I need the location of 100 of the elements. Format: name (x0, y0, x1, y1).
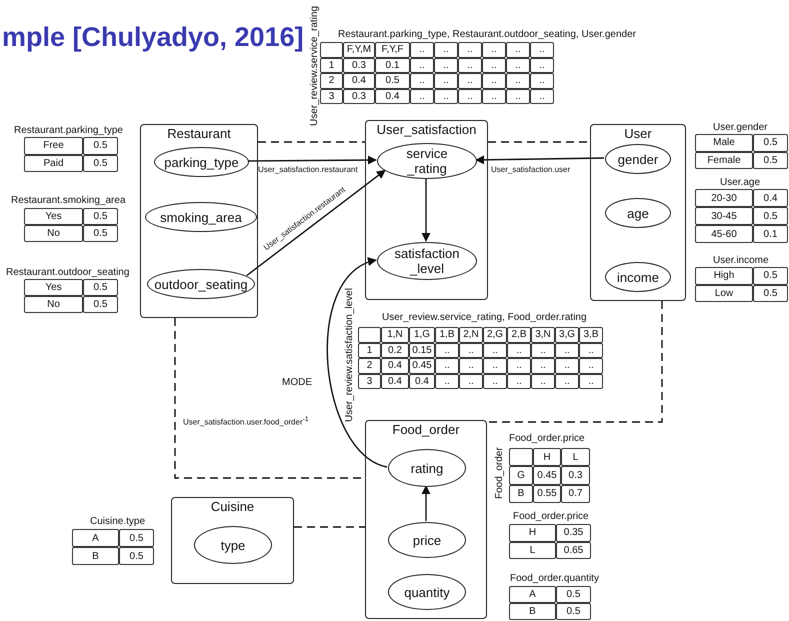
table-cell: 0.5 (83, 296, 118, 313)
attribute-ellipse: rating (388, 449, 466, 487)
table-side-label: Food_order (494, 446, 505, 501)
table-cell: .. (458, 73, 482, 88)
table-cell: 0.5 (83, 208, 118, 225)
relationship-line (487, 301, 663, 423)
arrow (248, 156, 377, 165)
table-cell: .. (410, 88, 434, 104)
table-cell: .. (459, 358, 483, 374)
table-cell: .. (530, 88, 554, 104)
table-cell: 0.4 (381, 374, 409, 389)
table-cell: 0.5 (83, 279, 118, 296)
table-cell: .. (410, 42, 434, 58)
table-heading: Food_order.quantity (510, 573, 599, 584)
table-cell: 0.5 (375, 73, 410, 88)
table-cell: 0.5 (753, 152, 788, 169)
table-cell: .. (530, 42, 554, 58)
table-cell: Low (695, 284, 753, 302)
table-cell: .. (555, 358, 579, 374)
table-cell: 0.5 (556, 603, 591, 620)
table-cell: 1,B (435, 327, 459, 342)
table-cell: H (533, 448, 561, 466)
table-cell: .. (531, 374, 555, 389)
table-cell: 3,N (531, 327, 555, 342)
table-cell: 20-30 (695, 189, 753, 207)
table-cell: .. (482, 42, 506, 58)
table-cell: B (72, 547, 119, 565)
table-cell: .. (506, 73, 530, 88)
table-cell: .. (506, 42, 530, 58)
table-cell: .. (555, 374, 579, 389)
table-heading: User.income (713, 255, 769, 266)
table-cell: L (561, 448, 590, 466)
table-cell: F,Y,F (375, 42, 410, 58)
table-cell: .. (530, 58, 554, 73)
table-cell: B (509, 603, 556, 620)
table-cell: Paid (24, 154, 83, 172)
table-cell: 0.5 (119, 529, 154, 547)
table-cell: 2,B (507, 327, 531, 342)
table-cell: .. (434, 73, 458, 88)
table-cell: 1 (320, 58, 343, 73)
table-cell: No (24, 225, 83, 242)
table-side-label: User_review.service_rating (309, 4, 320, 128)
table-cell: .. (410, 58, 434, 73)
table-cell: Yes (24, 208, 83, 225)
attribute-ellipse: parking_type (154, 147, 249, 177)
table-cell: .. (555, 342, 579, 358)
relationship-line (258, 141, 365, 143)
table-cell: F,Y,M (343, 42, 375, 58)
table-heading: Restaurant.outdoor_seating (6, 267, 130, 278)
table-cell: 0.5 (753, 207, 788, 225)
table-cell: .. (530, 73, 554, 88)
class-box (140, 124, 258, 318)
edge-label: User_satisfaction.user (491, 165, 570, 174)
table-cell: .. (507, 358, 531, 374)
table-cell: 3,B (579, 327, 603, 342)
table-cell: 0.65 (556, 542, 591, 559)
table-heading: Food_order.price (509, 433, 585, 444)
table-cell: Free (24, 137, 83, 154)
class-box (365, 120, 488, 300)
box-title: Cuisine (210, 499, 256, 514)
table-cell: 2 (320, 73, 343, 88)
table-cell: 0.2 (381, 342, 409, 358)
table-cell: Yes (24, 279, 83, 296)
arrow (422, 178, 430, 242)
class-box (171, 497, 294, 584)
box-title: Food_order (391, 422, 461, 437)
table-heading: Restaurant.smoking_area (11, 195, 126, 206)
table-heading: Cuisine.type (90, 516, 146, 527)
table-cell: .. (434, 88, 458, 104)
table-cell: 0.5 (753, 134, 788, 152)
table-heading: Food_order.price (513, 511, 589, 522)
arrow (246, 170, 386, 276)
table-cell: .. (483, 342, 507, 358)
table-cell: .. (435, 342, 459, 358)
attribute-ellipse: price (388, 522, 466, 558)
table-cell: .. (483, 374, 507, 389)
table-cell: 0.5 (83, 137, 118, 154)
table-cell: 0.3 (343, 58, 375, 73)
table-cell: 0.15 (409, 342, 435, 358)
table-cell: .. (459, 374, 483, 389)
class-box (365, 420, 487, 619)
table-cell: .. (434, 58, 458, 73)
table-cell: 0.1 (375, 58, 410, 73)
attribute-ellipse: quantity (388, 574, 466, 610)
table-side-label: User_review.satisfaction_level (344, 290, 355, 422)
table-heading: User.gender (713, 122, 768, 133)
table-heading: User_review.service_rating, Food_order.rating (382, 312, 587, 323)
table-heading: User.age (720, 177, 760, 188)
table-cell: .. (506, 58, 530, 73)
table-cell: 0.4 (375, 88, 410, 104)
table-cell: 1 (358, 342, 381, 358)
table-cell: 3 (358, 374, 381, 389)
table-cell: 0.3 (343, 88, 375, 104)
table-cell: 0.4 (381, 358, 409, 374)
attribute-ellipse: type (194, 526, 272, 564)
attribute-ellipse: income (605, 262, 671, 292)
table-cell: .. (458, 58, 482, 73)
table-cell: .. (458, 88, 482, 104)
table-cell: 2,G (483, 327, 507, 342)
relationship-line (294, 526, 365, 528)
